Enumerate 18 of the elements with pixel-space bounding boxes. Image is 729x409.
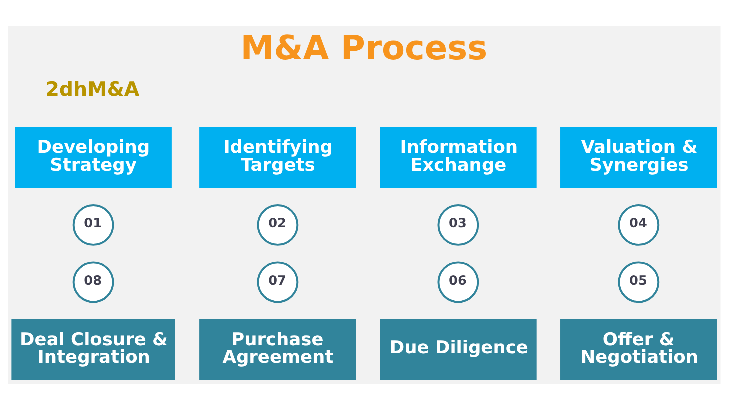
node-circle: 02 (257, 204, 299, 246)
node-circle: 06 (438, 261, 480, 303)
node-circle: 07 (257, 261, 299, 303)
label: 2dhM&A (46, 78, 140, 101)
node-circle: 05 (618, 261, 660, 303)
node-circle: 03 (438, 204, 480, 246)
node-box: Identifying Targets (200, 126, 356, 188)
node-box: Developing Strategy (15, 126, 172, 188)
node-box: Offer & Negotiation (560, 318, 718, 380)
node-box: Deal Closure & Integration (12, 318, 176, 380)
node-box: Valuation & Synergies (560, 126, 718, 188)
node-circle: 04 (618, 204, 660, 246)
node-box: Purchase Agreement (200, 318, 356, 380)
node-box: Information Exchange (380, 126, 537, 188)
node-circle: 01 (72, 204, 114, 246)
node-circle: 08 (72, 261, 114, 303)
diagram-title: M&A Process (240, 28, 488, 68)
node-box: Due Diligence (380, 318, 537, 380)
